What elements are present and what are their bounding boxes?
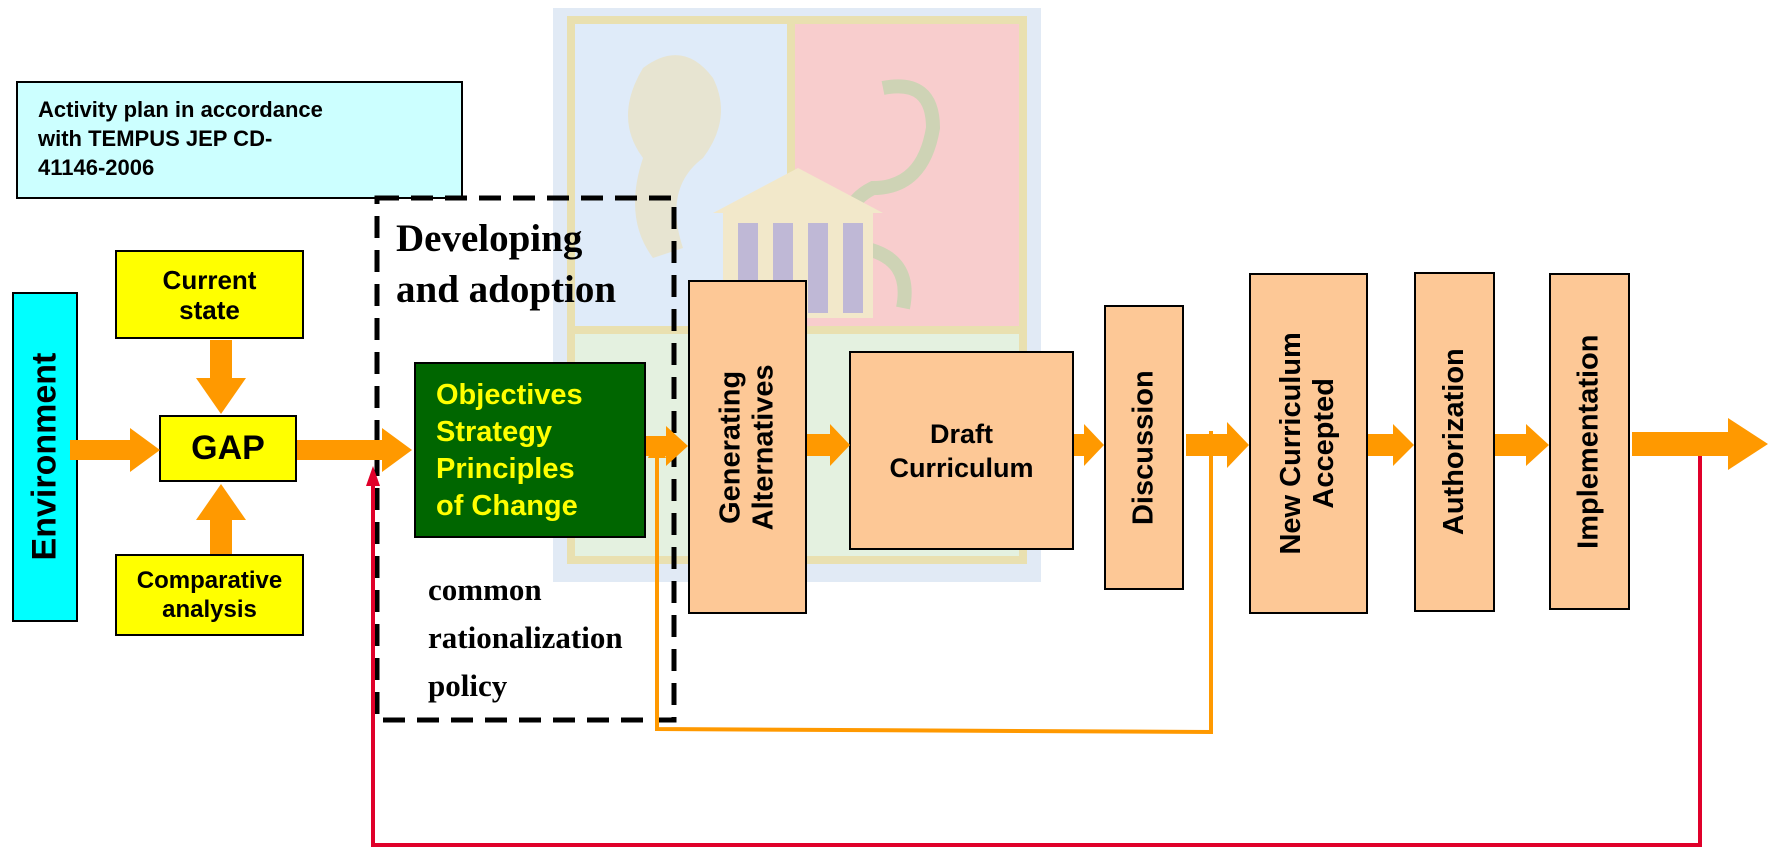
gap-box: GAP xyxy=(159,415,297,482)
new-curriculum-box: New Curriculum Accepted xyxy=(1249,273,1368,614)
arrow-current-state-to-gap xyxy=(196,340,246,414)
authorization-box: Authorization xyxy=(1414,272,1495,612)
activity-plan-line-3: 41146-2006 xyxy=(38,155,155,180)
feedback-red-arrowhead xyxy=(366,466,380,486)
orange-flow-arrows xyxy=(70,340,1768,554)
rationalization-line-1: common xyxy=(428,572,542,607)
generating-alternatives-box: Generating Alternatives xyxy=(688,280,807,614)
comparative-line-1: Comparative xyxy=(136,567,283,594)
current-state-line-1: Current xyxy=(162,264,257,295)
arrow-gap-to-objectives xyxy=(297,428,412,472)
arrow-generating-to-draft xyxy=(807,424,850,466)
arrow-comparative-to-gap xyxy=(196,484,246,554)
arrow-objectives-to-generating xyxy=(646,426,688,466)
objectives-line-1: Objectives xyxy=(436,379,583,411)
developing-dashed-frame xyxy=(374,195,677,723)
objectives-box: Objectives Strategy Principles of Change xyxy=(414,362,646,538)
objectives-line-2: Strategy xyxy=(436,416,553,448)
discussion-box: Discussion xyxy=(1104,305,1184,590)
developing-line-1: Developing xyxy=(396,217,583,260)
rationalization-line-3: policy xyxy=(428,668,508,703)
arrow-draft-to-discussion xyxy=(1074,424,1104,466)
current-state-box: Current state xyxy=(115,250,304,339)
gap-label: GAP xyxy=(191,429,265,467)
comparative-line-2: analysis xyxy=(162,596,257,623)
feedback-loop-red xyxy=(371,456,1702,847)
objectives-line-3: Principles xyxy=(436,453,575,485)
rationalization-text: common rationalization policy xyxy=(428,566,623,710)
rationalization-line-2: rationalization xyxy=(428,620,623,655)
objectives-line-4: of Change xyxy=(436,490,578,522)
arrow-implementation-out xyxy=(1632,418,1768,470)
developing-line-2: and adoption xyxy=(396,268,617,311)
feedback-loop-orange xyxy=(655,431,1213,735)
arrow-discussion-to-new-curriculum xyxy=(1186,422,1249,468)
draft-line-1: Draft xyxy=(929,418,993,449)
comparative-analysis-box: Comparative analysis xyxy=(115,554,304,636)
activity-plan-note: Activity plan in accordance with TEMPUS … xyxy=(16,81,463,199)
arrow-environment-to-gap xyxy=(70,428,160,472)
draft-line-2: Curriculum xyxy=(889,452,1034,483)
draft-curriculum-box: Draft Curriculum xyxy=(849,351,1074,550)
current-state-line-2: state xyxy=(179,294,240,325)
activity-plan-line-2: with TEMPUS JEP CD- xyxy=(38,126,273,151)
arrow-new-curriculum-to-authorization xyxy=(1368,424,1414,466)
developing-heading: Developing and adoption xyxy=(396,213,616,315)
arrow-authorization-to-implementation xyxy=(1495,424,1549,466)
activity-plan-line-1: Activity plan in accordance xyxy=(38,97,323,122)
feedback-orange-arrowhead xyxy=(648,436,666,458)
implementation-box: Implementation xyxy=(1549,273,1630,610)
